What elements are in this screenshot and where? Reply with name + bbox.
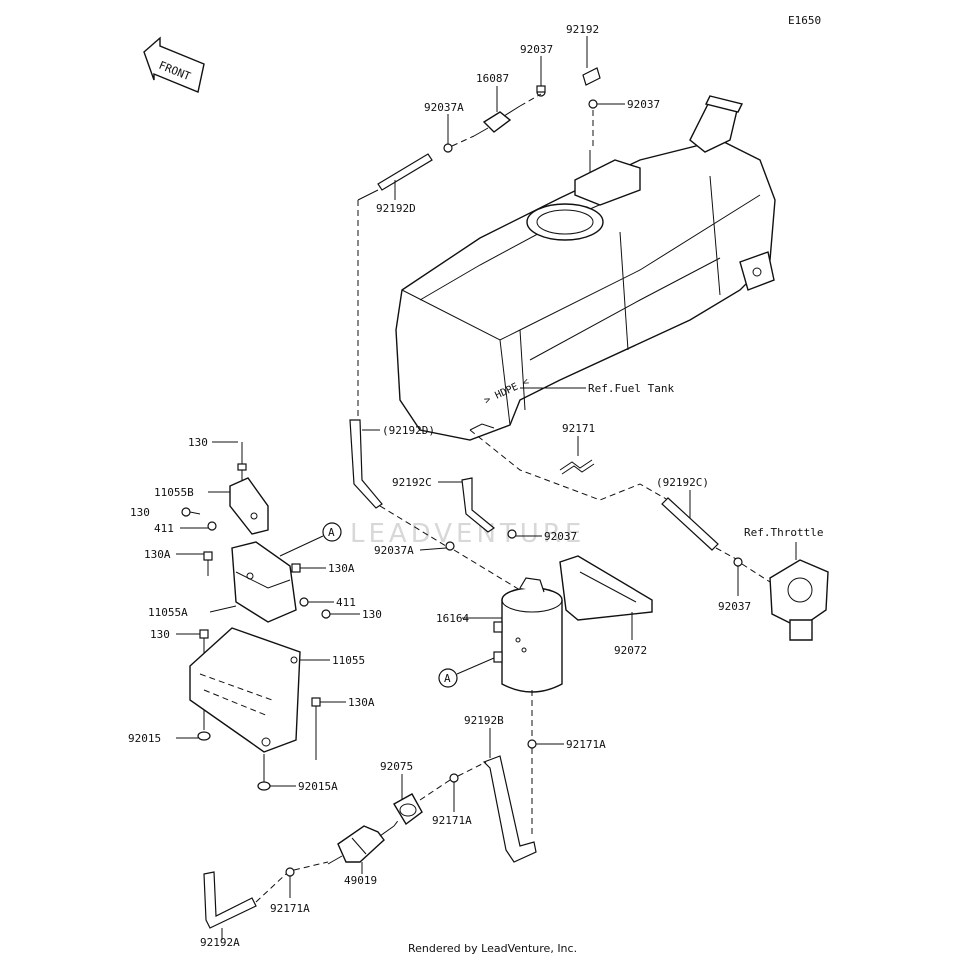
bracket-11055b xyxy=(229,477,269,535)
label-130a-b: 130A xyxy=(328,562,355,575)
hose-92192c xyxy=(461,477,496,533)
bracket-11055 xyxy=(189,627,301,753)
washer-411-b xyxy=(299,597,309,607)
label-92192d-paren: (92192D) xyxy=(382,424,435,437)
bracket-11055a xyxy=(231,541,297,623)
clamp-92171a-b xyxy=(449,773,459,783)
bolt-130a-c xyxy=(311,697,321,760)
clamp-92171a-a xyxy=(527,739,537,749)
label-92037-top: 92037 xyxy=(520,43,553,56)
hose-92192d-lower xyxy=(349,419,383,509)
label-92171: 92171 xyxy=(562,422,595,435)
rollover-valve-16087 xyxy=(473,105,521,137)
diagram-code: E1650 xyxy=(788,14,821,27)
label-130a-c: 130A xyxy=(348,696,375,709)
label-130-a: 130 xyxy=(188,436,208,449)
label-11055b: 11055B xyxy=(154,486,194,499)
label-11055: 11055 xyxy=(332,654,365,667)
ref-fuel-tank: Ref.Fuel Tank xyxy=(588,382,674,395)
svg-text:A: A xyxy=(444,672,451,685)
front-arrow-icon: FRONT xyxy=(143,36,205,93)
label-130-d: 130 xyxy=(150,628,170,641)
label-92171a-c: 92171A xyxy=(270,902,310,915)
hose-92192b xyxy=(482,755,537,863)
clamp-92037a-top xyxy=(443,143,453,153)
label-92192: 92192 xyxy=(566,23,599,36)
label-16087: 16087 xyxy=(476,72,509,85)
washer-411-a xyxy=(207,521,217,531)
label-92037a-top: 92037A xyxy=(424,101,464,114)
hose-92192a xyxy=(203,871,257,929)
label-92192a: 92192A xyxy=(200,936,240,949)
label-92192c-paren: (92192C) xyxy=(656,476,709,489)
canister-16164 xyxy=(493,577,563,693)
footer-credit: Rendered by LeadVenture, Inc. xyxy=(408,942,577,955)
nut-92015a xyxy=(257,781,271,791)
bolt-130-c xyxy=(321,609,331,619)
label-92015a: 92015A xyxy=(298,780,338,793)
label-92192d: 92192D xyxy=(376,202,416,215)
hose-92192c-right xyxy=(661,497,719,551)
clip-92171 xyxy=(559,459,595,475)
fuel-tank: > HDPE < xyxy=(395,95,776,441)
label-411-b: 411 xyxy=(336,596,356,609)
fitting-92075 xyxy=(393,793,423,826)
callout-a-1: A xyxy=(322,522,342,542)
callout-a-2: A xyxy=(438,668,458,688)
label-49019: 49019 xyxy=(344,874,377,887)
label-92037a-mid: 92037A xyxy=(374,544,414,557)
vent-hose-92192 xyxy=(582,67,601,86)
label-92075: 92075 xyxy=(380,760,413,773)
ref-throttle: Ref.Throttle xyxy=(744,526,823,539)
label-92037-mid: 92037 xyxy=(544,530,577,543)
hose-92192d xyxy=(377,153,433,191)
label-92015: 92015 xyxy=(128,732,161,745)
throttle-body xyxy=(769,559,829,641)
fuel-filter-49019 xyxy=(327,825,395,865)
clamp-92037-mid xyxy=(507,529,517,539)
svg-text:A: A xyxy=(328,526,335,539)
bracket-92072 xyxy=(559,555,653,621)
label-92192b: 92192B xyxy=(464,714,504,727)
label-92072: 92072 xyxy=(614,644,647,657)
label-92171a-b: 92171A xyxy=(432,814,472,827)
label-92171a-a: 92171A xyxy=(566,738,606,751)
nut-92015 xyxy=(197,731,211,741)
label-130a-a: 130A xyxy=(144,548,171,561)
clamp-92037-throttle xyxy=(733,557,743,567)
bolt-130a-b xyxy=(291,563,301,573)
label-130-c: 130 xyxy=(362,608,382,621)
label-411-a: 411 xyxy=(154,522,174,535)
watermark: LEADVENTURE xyxy=(350,519,585,549)
label-11055a: 11055A xyxy=(148,606,188,619)
label-16164: 16164 xyxy=(436,612,469,625)
label-130-b: 130 xyxy=(130,506,150,519)
bolt-130a-a xyxy=(203,551,213,576)
clamp-92171a-c xyxy=(285,867,295,877)
label-92037-right: 92037 xyxy=(627,98,660,111)
clamp-92037-right xyxy=(588,99,598,109)
clamp-92037a-mid xyxy=(445,541,455,551)
label-92037-throttle: 92037 xyxy=(718,600,751,613)
bolt-130-b xyxy=(181,507,201,517)
label-92192c: 92192C xyxy=(392,476,432,489)
